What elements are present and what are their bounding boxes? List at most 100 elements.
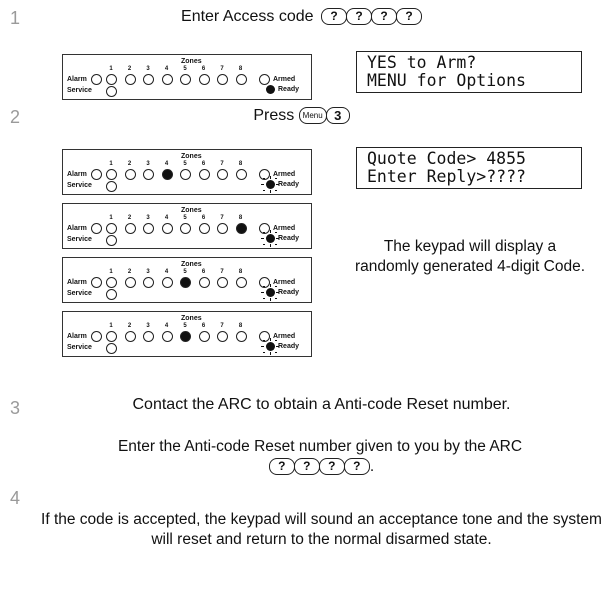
step-4-text: If the code is accepted, the keypad will…: [41, 511, 602, 548]
zone-led: [217, 74, 228, 85]
zone-led: [161, 223, 173, 234]
zone-number: 7: [220, 66, 224, 72]
flash-ray-icon: [275, 232, 277, 234]
alarm-label: Alarm: [67, 333, 87, 340]
alarm-label: Alarm: [67, 76, 87, 83]
zone-led: [161, 169, 173, 180]
zone-led: [143, 169, 154, 180]
zone-number: 4: [164, 215, 169, 221]
zones-label: Zones: [181, 261, 202, 268]
zone-led: [217, 169, 228, 180]
zone-number: 3: [146, 66, 150, 72]
zone-led: [180, 169, 191, 180]
zone-number: 5: [183, 215, 187, 221]
alarm-label: Alarm: [67, 225, 87, 232]
zones-label: Zones: [181, 153, 202, 160]
zone-led: [235, 74, 247, 85]
access-code-keys: ? ? ? ?: [320, 8, 422, 26]
question-key-icon: ?: [268, 458, 295, 476]
armed-led: [259, 277, 270, 288]
zone-led: [217, 223, 228, 234]
zone-led: [180, 331, 191, 342]
zone-led: [106, 277, 117, 288]
zone-led: [180, 74, 191, 85]
zone-led: [217, 277, 228, 288]
flash-ray-icon: [263, 232, 265, 234]
service-label: Service: [67, 290, 92, 297]
zone-led: [235, 331, 247, 342]
flash-ray-icon: [270, 176, 272, 179]
flash-ray-icon: [263, 244, 265, 246]
step-1-instruction: Enter Access code ? ? ? ?: [0, 8, 603, 26]
question-key-icon: ?: [320, 8, 347, 26]
zone-led: [161, 277, 173, 288]
flash-ray-icon: [275, 190, 277, 192]
armed-label: Armed: [273, 333, 296, 340]
alarm-led: [91, 169, 102, 180]
armed-label: Armed: [273, 76, 296, 83]
zone-number: 6: [201, 269, 206, 275]
zone-number: 1: [109, 215, 113, 221]
zone-number: 1: [109, 323, 113, 329]
service-label: Service: [67, 87, 92, 94]
zone-number: 6: [201, 66, 206, 72]
lcd-2-line-1: Quote Code> 4855: [367, 149, 526, 168]
zone-number: 8: [238, 269, 243, 275]
flash-ray-icon: [276, 238, 279, 240]
zone-number: 1: [109, 269, 113, 275]
flash-ray-icon: [275, 298, 277, 300]
alarm-led: [91, 223, 102, 234]
zone-number: 2: [127, 323, 132, 329]
zones-label: Zones: [181, 315, 202, 322]
zone-led: [198, 277, 210, 288]
service-label: Service: [67, 344, 92, 351]
zone-number: 2: [127, 269, 132, 275]
zone-led: [198, 223, 210, 234]
lcd-2-line-2: Enter Reply>????: [367, 167, 526, 186]
zone-led: [235, 277, 247, 288]
zone-number: 8: [238, 66, 243, 72]
flash-ray-icon: [275, 178, 277, 180]
flash-ray-icon: [263, 190, 265, 192]
flash-ray-icon: [263, 298, 265, 300]
menu-key-icon: Menu: [298, 107, 327, 125]
zone-number: 1: [109, 161, 113, 167]
zone-number: 2: [127, 215, 132, 221]
zone-number: 1: [109, 66, 113, 72]
zone-number: 5: [183, 269, 187, 275]
lcd-1-line-2: MENU for Options: [367, 71, 526, 90]
flash-ray-icon: [270, 352, 272, 355]
ready-label: Ready: [278, 235, 300, 242]
zone-led: [180, 277, 191, 288]
flash-ray-icon: [263, 178, 265, 180]
service-led: [106, 235, 117, 246]
service-label: Service: [67, 182, 92, 189]
step-3-number: 3: [10, 398, 21, 418]
ready-led: [266, 234, 275, 243]
zone-led: [124, 277, 136, 288]
ready-label: Ready: [278, 86, 300, 93]
flash-ray-icon: [275, 352, 277, 354]
zone-number: 3: [146, 215, 150, 221]
zone-led: [198, 169, 210, 180]
zone-led: [106, 74, 117, 85]
step-3-text: Contact the ARC to obtain a Anti-code Re…: [132, 396, 511, 413]
ready-led: [266, 288, 275, 297]
zone-led: [180, 223, 191, 234]
ready-label: Ready: [278, 289, 300, 296]
three-key-icon: 3: [325, 107, 350, 125]
question-key-icon: ?: [343, 458, 370, 476]
flash-ray-icon: [261, 238, 264, 240]
zone-number: 8: [238, 323, 243, 329]
alarm-led: [91, 277, 102, 288]
zone-number: 8: [238, 215, 243, 221]
zone-number: 5: [183, 161, 187, 167]
zone-led: [143, 277, 154, 288]
zone-led: [143, 223, 154, 234]
flash-ray-icon: [263, 352, 265, 354]
flash-ray-icon: [261, 184, 264, 186]
ready-led: [266, 342, 275, 351]
